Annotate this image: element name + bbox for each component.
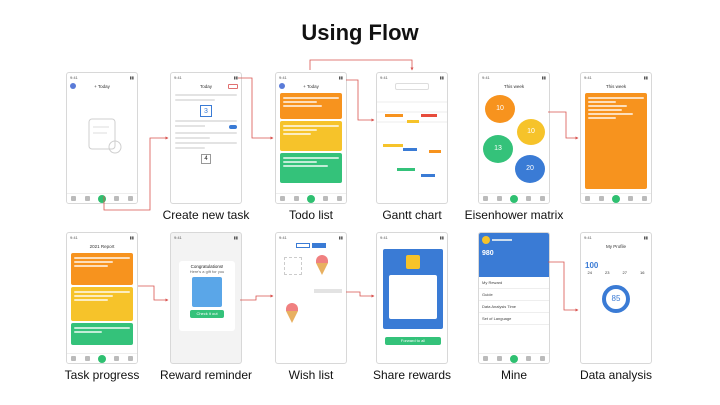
header-label: + Today [303, 83, 319, 89]
points-number: 980 [482, 250, 494, 257]
gift-icon [192, 277, 222, 307]
menu-my-reward[interactable]: My Reward [479, 277, 549, 289]
screen-reward-reminder: 9:41▮▮ Congratulations! Here's a gift fo… [170, 232, 242, 364]
header-label: Today [199, 83, 212, 89]
header-label: + Today [94, 83, 110, 89]
screen-todo-list: 9:41▮▮ + Today [275, 72, 347, 204]
stepper-value[interactable]: 4 [201, 154, 211, 164]
progress-card-yellow[interactable] [71, 287, 133, 321]
screen-mine: 980 My Reward Guide Data Analysis Time S… [478, 232, 550, 364]
screen-create-task: 9:41▮▮ Today 3 4 [170, 72, 242, 204]
quadrant-2[interactable]: 10 [517, 119, 545, 145]
reminder-toggle[interactable] [229, 125, 237, 129]
save-button[interactable] [228, 83, 238, 89]
gantt-bars [377, 101, 447, 177]
add-task-button[interactable] [97, 194, 106, 203]
ice-cream-icon [316, 255, 328, 275]
tab-wishes[interactable] [296, 243, 310, 248]
stat-number: 100 [585, 261, 599, 270]
header-label: This week [605, 83, 627, 89]
caption-share-rewards: Share rewards [372, 368, 452, 382]
caption-task-progress: Task progress [64, 368, 140, 382]
task-card-green[interactable] [280, 153, 342, 183]
caption-eisenhower-matrix: Eisenhower matrix [464, 208, 564, 222]
empty-state-illustration [88, 118, 122, 154]
screen-empty-today: 9:41▮▮ + Today [66, 72, 138, 204]
share-card [383, 249, 443, 329]
caption-gantt-chart: Gantt chart [382, 208, 442, 222]
header-label: This week [503, 83, 525, 89]
month-selector[interactable] [395, 83, 429, 90]
week-task-card[interactable] [585, 93, 647, 189]
task-card-orange[interactable] [280, 93, 342, 119]
caption-todo-list: Todo list [288, 208, 334, 222]
caption-wish-list: Wish list [288, 368, 334, 382]
screen-task-progress: 9:41▮▮ 2021 Report [66, 232, 138, 364]
priority-picker[interactable]: 3 [200, 105, 212, 117]
completion-ring: 85 [602, 285, 630, 313]
caption-data-analysis: Data analysis [579, 368, 653, 382]
screen-wish-list: 9:41▮▮ [275, 232, 347, 364]
menu-data-analysis[interactable]: Data Analysis Time [479, 301, 549, 313]
forward-button[interactable]: Forward to all [385, 337, 441, 345]
header-label: 2021 Report [89, 243, 115, 249]
task-card-yellow[interactable] [280, 121, 342, 151]
ice-cream-icon [286, 303, 298, 323]
tab-bar[interactable] [67, 193, 137, 203]
congrats-text: Congratulations! [190, 264, 224, 269]
tab-rewards[interactable] [312, 243, 326, 248]
avatar [482, 236, 490, 244]
profile-header: 980 [479, 233, 549, 277]
screen-eisenhower-matrix: 9:41▮▮ This week 10 10 13 20 [478, 72, 550, 204]
quadrant-1[interactable]: 10 [485, 95, 515, 123]
caption-mine: Mine [500, 368, 527, 382]
menu-guide[interactable]: Guide [479, 289, 549, 301]
check-it-out-button[interactable]: Check it out [190, 310, 224, 318]
caption-reward-reminder: Reward reminder [159, 368, 253, 382]
page-title: Using Flow [301, 20, 419, 45]
header-label: My Profile [605, 243, 626, 249]
caption-create-task: Create new task [162, 208, 250, 222]
gift-icon [406, 255, 420, 269]
screen-gantt-chart: 9:41▮▮ [376, 72, 448, 204]
add-wish-placeholder[interactable] [284, 257, 302, 275]
reward-dialog: Congratulations! Here's a gift for you C… [179, 261, 235, 331]
gift-text: Here's a gift for you [189, 269, 225, 274]
screen-share-rewards: 9:41▮▮ Forward to all [376, 232, 448, 364]
quadrant-3[interactable]: 13 [483, 135, 513, 163]
avatar [70, 83, 76, 89]
progress-card-orange[interactable] [71, 253, 133, 285]
progress-card-green[interactable] [71, 323, 133, 345]
quadrant-4[interactable]: 20 [515, 155, 545, 183]
screen-week-list: 9:41▮▮ This week [580, 72, 652, 204]
menu-language[interactable]: Set of Language [479, 313, 549, 325]
